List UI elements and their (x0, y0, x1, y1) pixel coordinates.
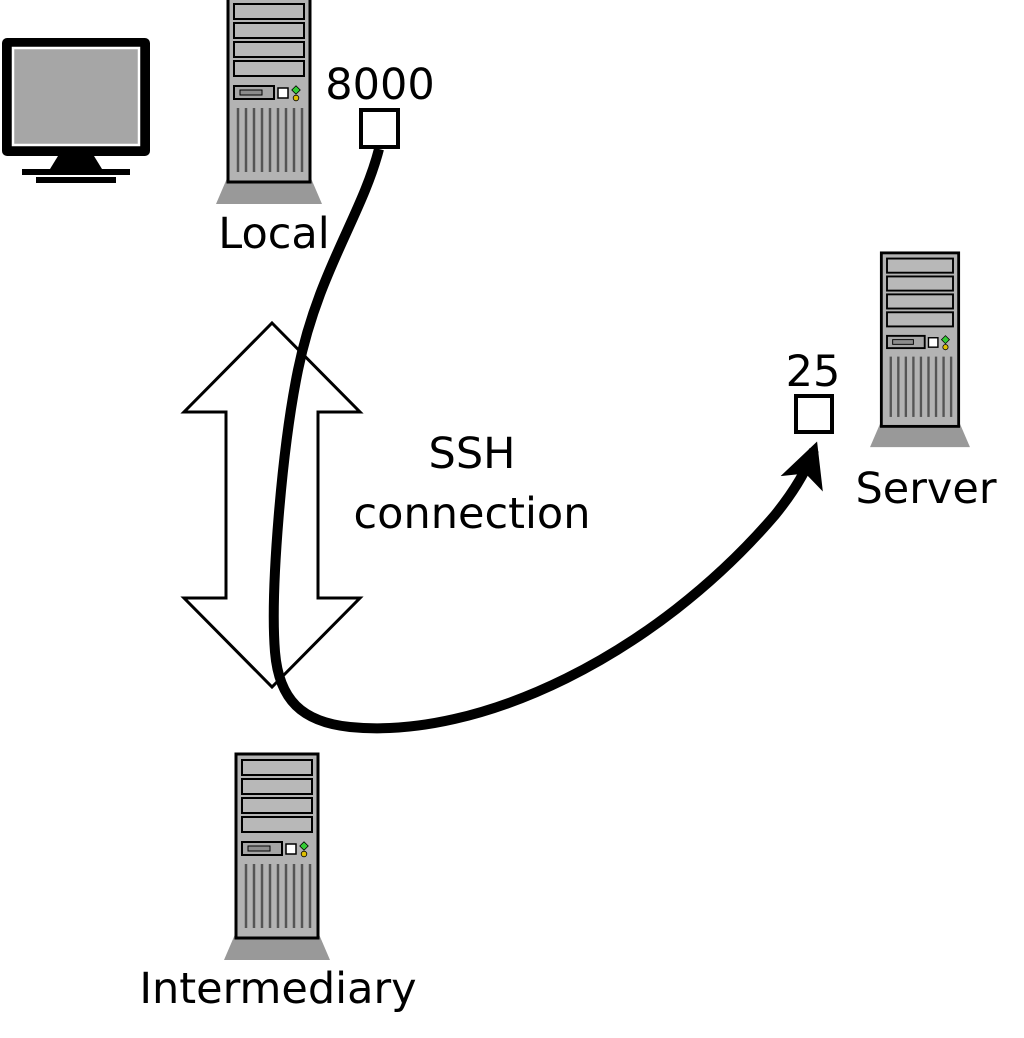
crt-monitor-icon (2, 38, 150, 183)
port-8000-square (359, 108, 400, 149)
intermediary-server-tower-icon (222, 752, 332, 962)
curved-connection-arrow-icon (268, 147, 823, 734)
port-25-label: 25 (786, 347, 841, 397)
ssh-connection-label-line1: SSH (429, 429, 516, 479)
intermediary-label: Intermediary (139, 964, 416, 1014)
monitor-stand (50, 156, 102, 169)
local-server-tower-icon (214, 0, 324, 206)
local-label: Local (218, 209, 329, 259)
port-8000-label: 8000 (325, 60, 434, 110)
ssh-connection-label: SSH connection (354, 429, 591, 539)
monitor-screen (11, 46, 141, 147)
port-25-square (794, 394, 834, 434)
remote-server-tower-icon (868, 251, 972, 449)
server-label: Server (855, 464, 996, 514)
ssh-connection-label-line2: connection (354, 489, 591, 539)
double-headed-arrow-icon (180, 320, 364, 690)
